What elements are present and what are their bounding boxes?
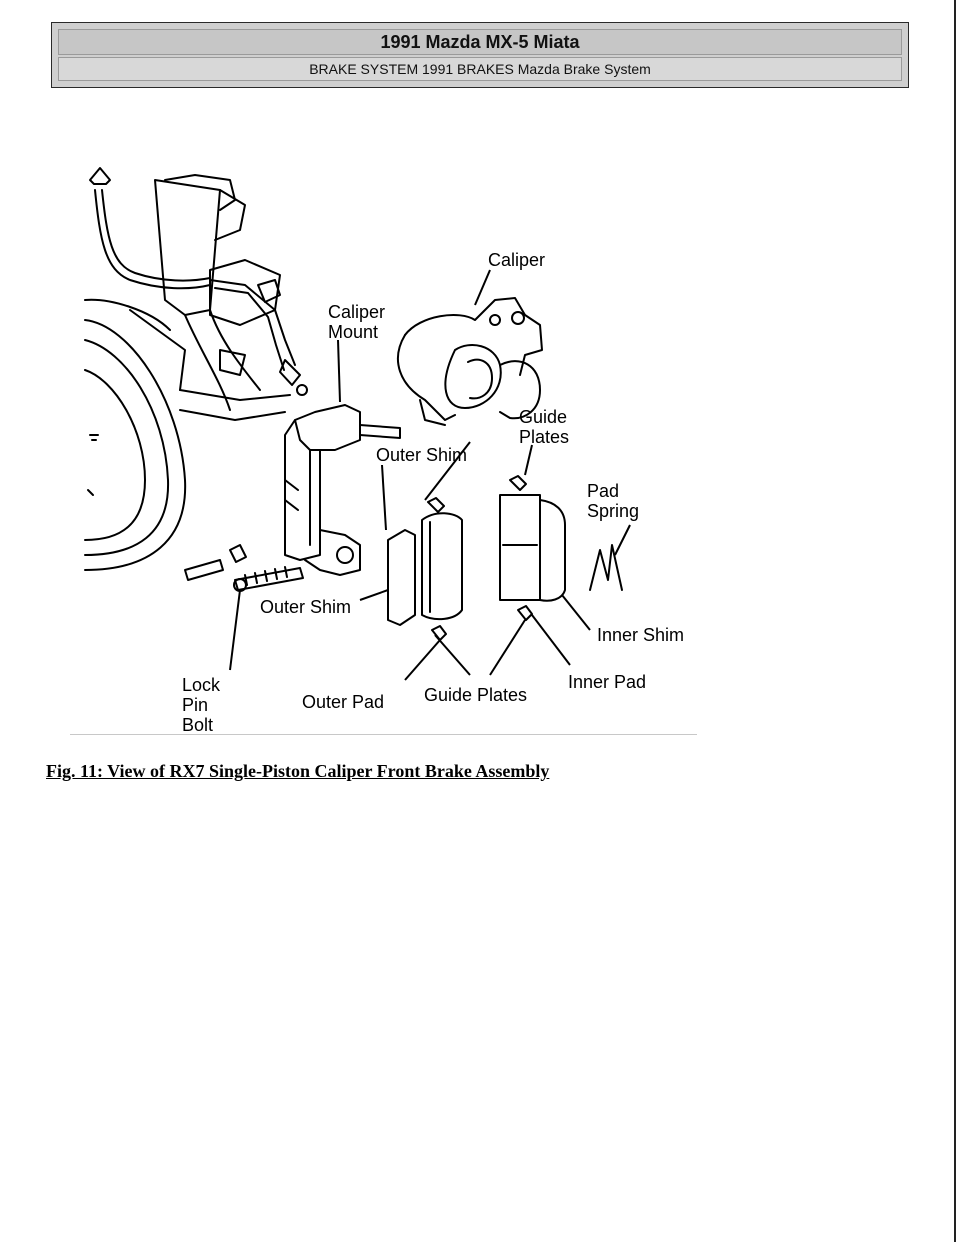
label-outer-shim-top: Outer Shim xyxy=(376,445,468,465)
figure-divider xyxy=(70,734,697,735)
label-inner-shim: Inner Shim xyxy=(597,625,685,645)
label-pad-spring: Pad Spring xyxy=(587,481,640,521)
page-right-border xyxy=(954,0,956,1242)
label-outer-shim-bottom: Outer Shim xyxy=(260,597,352,617)
document-subtitle: BRAKE SYSTEM 1991 BRAKES Mazda Brake Sys… xyxy=(58,57,902,81)
brake-assembly-figure: Caliper Caliper Mount Guide Plates Outer… xyxy=(70,150,700,735)
page-header: 1991 Mazda MX-5 Miata BRAKE SYSTEM 1991 … xyxy=(51,22,909,88)
callout-leader-lines xyxy=(229,269,631,681)
brake-assembly-drawing xyxy=(84,167,623,641)
label-guide-plates-bottom: Guide Plates xyxy=(424,685,528,705)
document-title: 1991 Mazda MX-5 Miata xyxy=(58,29,902,55)
label-caliper-mount: Caliper Mount xyxy=(328,302,386,342)
figure-caption[interactable]: Fig. 11: View of RX7 Single-Piston Calip… xyxy=(46,761,550,781)
label-guide-plates-top: Guide Plates xyxy=(519,407,570,447)
label-outer-pad: Outer Pad xyxy=(302,692,385,712)
label-inner-pad: Inner Pad xyxy=(568,672,647,692)
label-caliper: Caliper xyxy=(488,250,546,270)
label-lock-pin-bolt: Lock Pin Bolt xyxy=(182,675,221,735)
